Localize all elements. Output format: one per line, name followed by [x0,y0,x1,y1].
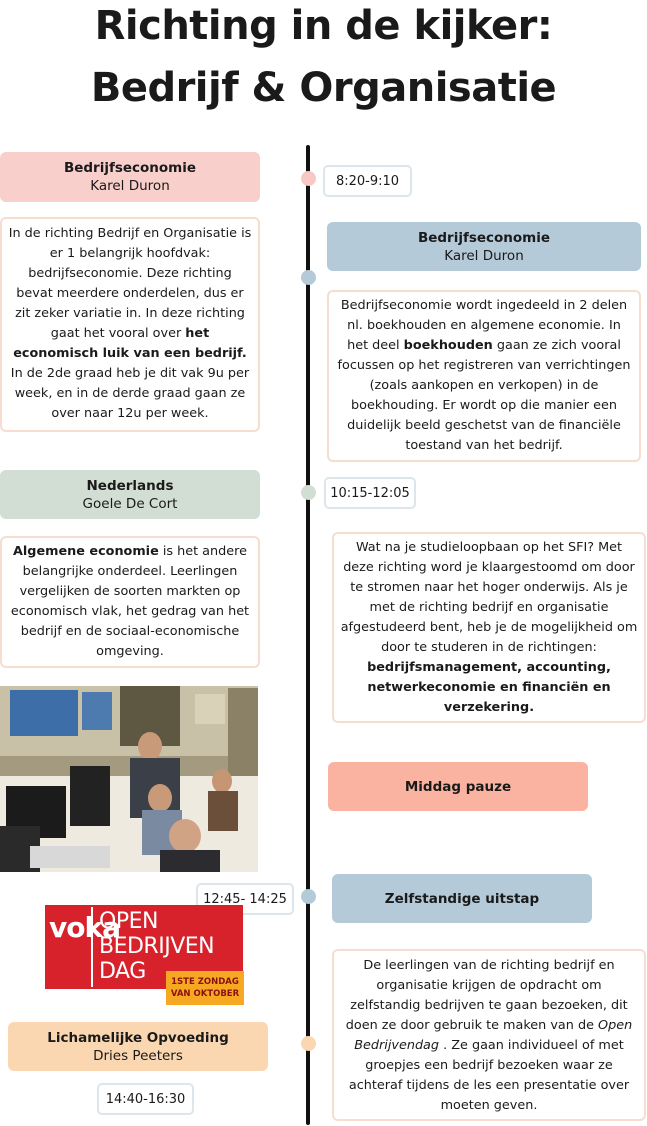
logo-line-1: OPEN [99,909,158,934]
logo-line-2: BEDRIJVEN [99,934,215,959]
studieloopbaan-box: Wat na je studieloopbaan op het SFI? Met… [332,532,646,723]
logo-divider [91,907,93,987]
time-box-4: 14:40-16:30 [97,1083,194,1115]
subject-label: Bedrijfseconomie [417,229,551,246]
subject-label: Nederlands [86,477,174,494]
timeline-dot-pink [301,171,316,186]
logo-brand: voka [49,911,121,944]
timeline-dot-blue [301,270,316,285]
header-middag-pauze: Middag pauze [328,762,588,811]
algemeen-bold: Algemene economie [13,544,159,559]
classroom-image [0,686,258,872]
algemeen-text: is het andere belangrijke onderdeel. Lee… [10,544,250,659]
timeline-dot-blue-2 [301,889,316,904]
subject-label: Bedrijfseconomie [63,160,197,176]
intro-text: In de richting Bedrijf en Organisatie is… [8,226,252,341]
time-label: 10:15-12:05 [330,485,410,501]
timeline-dot-green [301,485,316,500]
uitstap-label: Zelfstandige uitstap [384,890,540,907]
title-line-1: Richting in de kijker: [94,3,553,49]
header-zelfstandige-uitstap: Zelfstandige uitstap [332,874,592,923]
boekhouden-text-end: gaan ze zich vooral focussen op het regi… [337,338,631,453]
teacher-label: Karel Duron [444,247,524,264]
logo-badge-line-1: 1STE ZONDAG [171,977,239,987]
subject-label: Lichamelijke Opvoeding [47,1029,229,1046]
teacher-label: Dries Peeters [93,1047,183,1064]
intro-bold: het economisch luik van een bedrijf. [13,326,247,361]
intro-text-box: In de richting Bedrijf en Organisatie is… [0,217,260,432]
time-box-2: 10:15-12:05 [324,477,416,509]
logo-badge-line-2: VAN OKTOBER [170,989,240,999]
title-line-2: Bedrijf & Organisatie [90,65,557,111]
teacher-label: Karel Duron [90,178,170,194]
classroom-photo [0,686,258,872]
timeline-dot-peach [301,1036,316,1051]
time-box-1: 8:20-9:10 [323,165,412,197]
studie-text: Wat na je studieloopbaan op het SFI? Met… [340,540,638,655]
header-bedrijfseconomie-right: Bedrijfseconomie Karel Duron [327,222,641,271]
timeline-line [306,145,310,1125]
header-bedrijfseconomie-left: Bedrijfseconomie Karel Duron [0,152,260,202]
boekhouden-text: Bedrijfseconomie wordt ingedeeld in 2 de… [340,298,628,353]
boekhouden-bold: boekhouden [403,338,493,353]
time-label: 12:45- 14:25 [203,891,287,907]
intro-text-end: In de 2de graad heb je dit vak 9u per we… [10,366,250,421]
studie-bold: bedrijfsmanagement, accounting, netwerke… [367,660,611,715]
page-title: Richting in de kijker: Bedrijf & Organis… [0,0,647,114]
logo-text: OPEN BEDRIJVEN DAG [99,909,215,984]
logo-line-3: DAG [99,959,146,984]
header-lichamelijke-opvoeding: Lichamelijke Opvoeding Dries Peeters [8,1022,268,1071]
logo-badge: 1STE ZONDAG VAN OKTOBER [166,971,244,1005]
time-label: 8:20-9:10 [335,173,400,189]
open-bedrijvendag-logo: voka OPEN BEDRIJVEN DAG 1STE ZONDAG VAN … [45,905,245,1005]
header-nederlands: Nederlands Goele De Cort [0,470,260,519]
uitstap-italic: Open Bedrijvendag [354,1018,633,1053]
teacher-label: Goele De Cort [82,495,178,512]
boekhouden-text-box: Bedrijfseconomie wordt ingedeeld in 2 de… [327,290,641,462]
break-label: Middag pauze [404,778,512,795]
uitstap-text-end: . Ze gaan individueel of met groepjes ee… [348,1038,630,1113]
uitstap-text-box: De leerlingen van de richting bedrijf en… [332,949,646,1121]
algemene-economie-box: Algemene economie is het andere belangri… [0,536,260,668]
uitstap-text: De leerlingen van de richting bedrijf en… [345,958,628,1033]
time-label: 14:40-16:30 [105,1091,186,1107]
